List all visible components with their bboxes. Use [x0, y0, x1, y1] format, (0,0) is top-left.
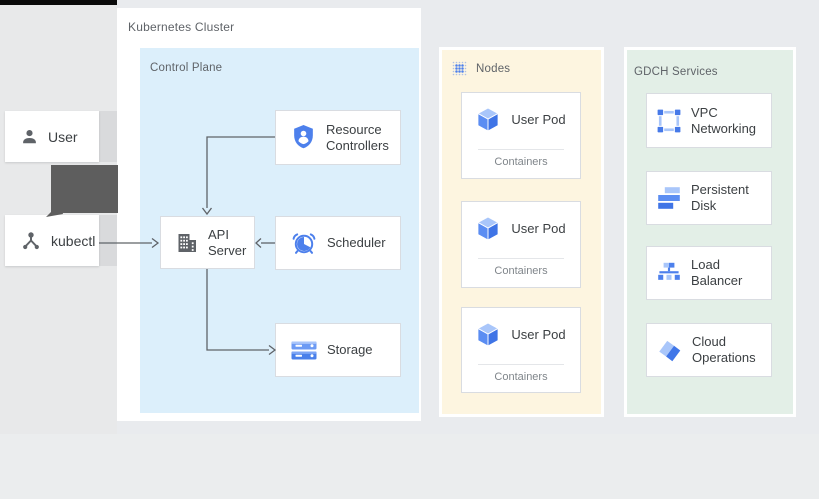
user-pod-label: User Pod	[511, 326, 566, 342]
vpc-networking-icon	[657, 109, 681, 132]
resource-controllers-card: Resource Controllers	[275, 110, 401, 165]
bottom-gray-strip	[0, 434, 819, 499]
kubectl-icon	[23, 231, 39, 249]
scheduler-card: Scheduler	[275, 216, 401, 270]
user-box: User	[5, 111, 99, 162]
persistent-disk-icon	[658, 187, 680, 209]
storage-disks-icon	[291, 341, 317, 359]
persistent-disk-label: Persistent Disk	[691, 182, 749, 213]
api-server-label: API Server	[208, 226, 247, 258]
cube-icon	[478, 217, 499, 240]
storage-label: Storage	[327, 342, 373, 357]
kubectl-row-shadow-strip	[99, 215, 117, 266]
storage-card: Storage	[275, 323, 401, 377]
kubectl-label: kubectl	[51, 232, 96, 249]
containers-label: Containers	[494, 371, 548, 383]
user-pod-card: User Pod Containers	[461, 92, 581, 179]
cloud-operations-icon	[659, 340, 681, 361]
api-server-card: API Server	[160, 216, 255, 269]
control-plane-label: Control Plane	[150, 62, 223, 74]
user-to-kubectl-thick-arrow	[51, 165, 118, 213]
user-pod-label: User Pod	[511, 220, 566, 236]
pod-divider	[478, 364, 564, 365]
pod-divider	[478, 258, 564, 259]
control-plane-panel: Control Plane Resource Controllers	[140, 48, 419, 413]
nodes-header: Nodes	[452, 61, 510, 76]
cube-icon	[478, 323, 499, 346]
dotted-grid-icon	[452, 61, 467, 76]
resource-controllers-label: Resource Controllers	[326, 121, 389, 153]
user-pod-card: User Pod Containers	[461, 201, 581, 288]
kubectl-box: kubectl	[5, 215, 99, 266]
kubernetes-cluster-label: Kubernetes Cluster	[128, 20, 235, 34]
load-balancer-icon	[658, 262, 680, 280]
alarm-clock-icon	[292, 233, 316, 254]
gdch-services-panel: GDCH Services VPC Networking Persist	[624, 47, 796, 417]
nodes-panel: Nodes User Pod Containers	[439, 47, 604, 417]
containers-label: Containers	[494, 265, 548, 277]
person-icon	[23, 130, 36, 144]
top-black-bar	[0, 0, 117, 5]
cube-icon	[478, 108, 499, 131]
load-balancer-label: Load Balancer	[691, 257, 743, 288]
user-label: User	[48, 128, 78, 145]
cloud-operations-label: Cloud Operations	[692, 334, 756, 365]
load-balancer-card: Load Balancer	[646, 246, 772, 300]
scheduler-label: Scheduler	[327, 235, 386, 250]
cloud-operations-card: Cloud Operations	[646, 323, 772, 377]
persistent-disk-card: Persistent Disk	[646, 171, 772, 225]
vpc-networking-label: VPC Networking	[691, 104, 757, 136]
user-row-shadow-strip	[99, 111, 117, 162]
shield-user-icon	[294, 125, 313, 149]
pod-divider	[478, 149, 564, 150]
gdch-services-label: GDCH Services	[634, 66, 718, 78]
vpc-networking-card: VPC Networking	[646, 93, 772, 148]
user-pod-card: User Pod Containers	[461, 307, 581, 393]
building-icon	[178, 233, 196, 252]
nodes-label: Nodes	[476, 62, 511, 75]
containers-label: Containers	[494, 156, 548, 168]
user-pod-label: User Pod	[511, 111, 566, 127]
